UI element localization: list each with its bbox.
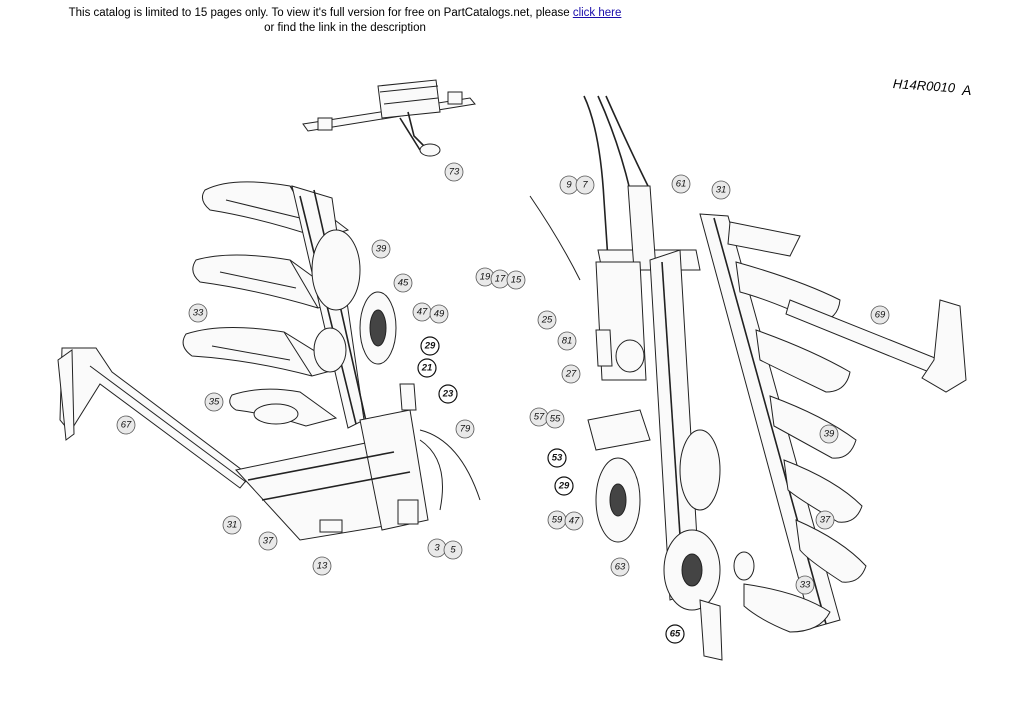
callout-label: 9	[566, 180, 572, 191]
callout: 7	[575, 175, 595, 195]
callout: 47	[412, 302, 432, 322]
callout: 13	[312, 556, 332, 576]
callout: 55	[545, 409, 565, 429]
callout: 31	[711, 180, 731, 200]
left-hitch-bar	[302, 79, 476, 157]
callout-label: 61	[676, 179, 687, 190]
callout-label: 31	[227, 520, 238, 531]
callout: 69	[870, 305, 890, 325]
callout: 53	[547, 448, 567, 468]
left-headstock	[235, 383, 481, 541]
callout-label: 39	[376, 244, 387, 255]
notice-text: This catalog is limited to 15 pages only…	[68, 7, 570, 19]
callout: 59	[547, 510, 567, 530]
right-main-frame	[595, 185, 701, 601]
callout: 27	[561, 364, 581, 384]
callout-label: 45	[398, 278, 409, 289]
callout-label: 37	[263, 536, 274, 547]
callout-label: 31	[716, 185, 727, 196]
callout-label: 79	[460, 424, 471, 435]
callout-label: 13	[317, 561, 328, 572]
callout-label: 33	[800, 580, 811, 591]
callout-label: 49	[434, 309, 445, 320]
right-gauge-wheels	[587, 409, 755, 661]
callout-label: 69	[875, 310, 886, 321]
callout: 23	[438, 384, 458, 404]
callout: 25	[537, 310, 557, 330]
callout: 9	[559, 175, 579, 195]
callout-label: 81	[562, 336, 573, 347]
callout: 17	[490, 269, 510, 289]
callout: 37	[815, 510, 835, 530]
callout: 29	[554, 476, 574, 496]
callout-label: 73	[449, 167, 460, 178]
callout-label: 15	[511, 275, 522, 286]
callout-label: 3	[434, 543, 440, 554]
callout-label: 33	[193, 308, 204, 319]
callout: 29	[420, 336, 440, 356]
callout: 57	[529, 407, 549, 427]
notice-line-2: or find the link in the description	[264, 22, 426, 34]
callout: 33	[188, 303, 208, 323]
right-drawbar-arm	[785, 299, 967, 393]
callout: 35	[204, 392, 224, 412]
callout-label: 17	[495, 274, 506, 285]
right-mouldboards	[735, 261, 867, 633]
callout-label: 7	[582, 180, 588, 191]
callout-label: 53	[552, 453, 563, 464]
callout-label: 39	[824, 429, 835, 440]
callout: 33	[795, 575, 815, 595]
callout-label: 19	[480, 272, 491, 283]
callout: 15	[506, 270, 526, 290]
callout: 39	[371, 239, 391, 259]
callout-label: 63	[615, 562, 626, 573]
callout-label: 55	[550, 414, 561, 425]
callout-label: 65	[670, 629, 681, 640]
callout: 79	[455, 419, 475, 439]
left-frame	[291, 185, 397, 431]
callout: 73	[444, 162, 464, 182]
callout-label: 47	[569, 516, 580, 527]
callouts: 73 39 45 47 49 33 29 21 23 35 67 79 31 3…	[116, 162, 890, 644]
callout: 5	[443, 540, 463, 560]
callout-label: 23	[442, 389, 454, 400]
callout-label: 67	[121, 420, 132, 431]
callout: 49	[429, 304, 449, 324]
callout: 67	[116, 415, 136, 435]
right-hoses	[529, 95, 651, 281]
callout-label: 57	[534, 412, 545, 423]
callout: 63	[610, 557, 630, 577]
callout-label: 35	[209, 397, 220, 408]
callout: 81	[557, 331, 577, 351]
left-drawbar-arm	[57, 347, 251, 489]
callout: 65	[665, 624, 685, 644]
callout-label: 27	[565, 369, 577, 380]
callout: 61	[671, 174, 691, 194]
callout: 39	[819, 424, 839, 444]
callout-label: 29	[424, 341, 436, 352]
callout-label: 59	[552, 515, 563, 526]
drawing-revision: A	[962, 82, 972, 98]
callout: 3	[427, 538, 447, 558]
callout: 21	[417, 358, 437, 378]
callout: 45	[393, 273, 413, 293]
callout: 31	[222, 515, 242, 535]
callout-label: 21	[421, 363, 433, 374]
callout: 37	[258, 531, 278, 551]
callout-label: 5	[450, 545, 456, 556]
callout-label: 47	[417, 307, 428, 318]
callout-label: 25	[541, 315, 553, 326]
catalog-limit-notice: This catalog is limited to 15 pages only…	[0, 6, 690, 36]
callout-label: 37	[820, 515, 831, 526]
callout-label: 29	[558, 481, 570, 492]
click-here-link[interactable]: click here	[572, 7, 622, 19]
callout: 47	[564, 511, 584, 531]
